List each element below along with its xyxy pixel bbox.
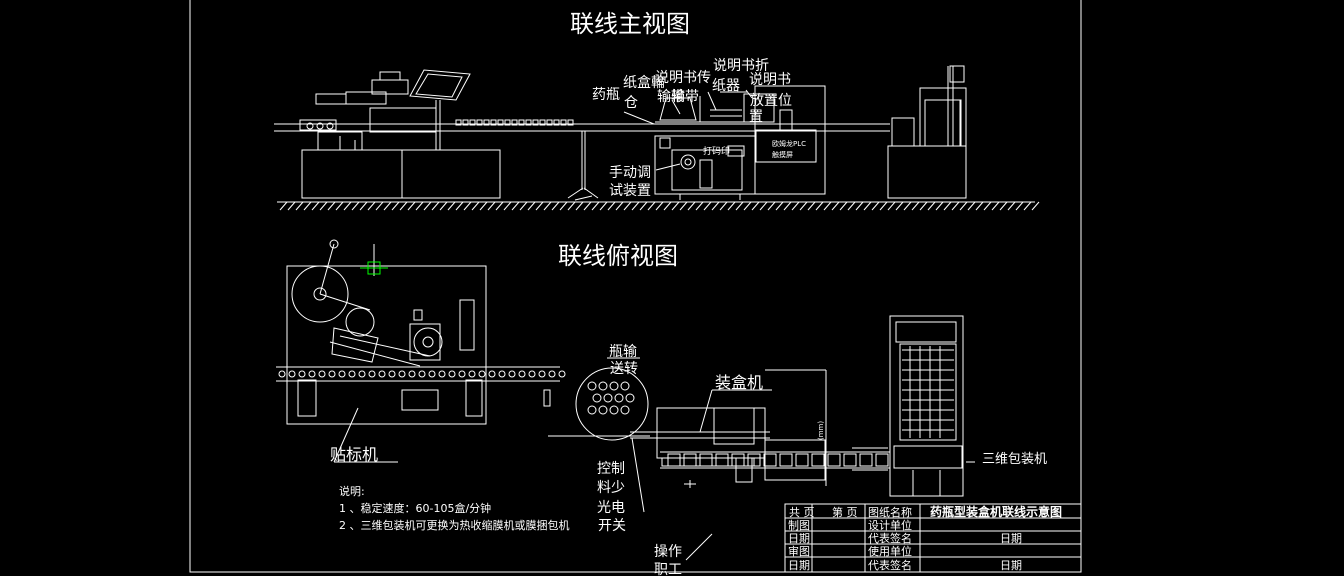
label-carton-feed-1: 纸盒輪 xyxy=(623,74,665,91)
labeler-front xyxy=(299,69,501,199)
label-manual-folder-2: 纸器 xyxy=(712,78,740,94)
front-view-title: 联线主视图 xyxy=(570,10,690,38)
label-bottle-conveyor-2: 送转 xyxy=(610,361,638,377)
label-control-4: 开关 xyxy=(598,518,626,534)
bottle-chain-top xyxy=(278,370,566,378)
label-plc-2: 触摸屏 xyxy=(772,150,793,159)
tb-review: 审图 xyxy=(788,544,810,558)
tb-rep-sign-2: 代表签名 xyxy=(868,558,912,572)
tb-date-2: 日期 xyxy=(788,559,810,572)
tb-drawing-name: 药瓶型装盒机联线示意图 xyxy=(930,504,1062,519)
label-operator-1: 操作 xyxy=(654,544,682,560)
title-block xyxy=(784,503,1082,573)
bottle-chain-front xyxy=(455,119,574,126)
tb-drawing-name-label: 图纸名称 xyxy=(868,505,912,519)
label-manual-folder-1: 说明书折 xyxy=(713,58,769,74)
tb-date-right-2: 日期 xyxy=(1000,559,1022,572)
notes-heading: 说明: xyxy=(339,484,365,498)
tb-page: 第 页 xyxy=(832,505,858,519)
labeler-top xyxy=(286,239,487,425)
label-bottle-conveyor-1: 瓶输 xyxy=(609,344,637,360)
label-control-1: 控制 xyxy=(597,461,625,477)
label-operator-2: 职工 xyxy=(654,562,682,576)
tb-rep-sign-1: 代表签名 xyxy=(868,531,912,545)
cartoner-front xyxy=(654,85,826,200)
label-plc-1: 欧姆龙PLC xyxy=(772,139,806,148)
tb-date-1: 日期 xyxy=(788,532,810,545)
label-medicine-bin-2: 仓 xyxy=(624,95,638,111)
label-medicine-bin-1: 药瓶 xyxy=(592,87,620,103)
label-manual-debug-1: 手动调 xyxy=(609,165,651,181)
label-printer: 打码印 xyxy=(703,145,730,157)
drawing-border xyxy=(189,0,1082,573)
wrapper-top xyxy=(852,315,964,497)
tb-total: 共 页 xyxy=(789,506,815,519)
label-manual-feed-1: 说明书传 xyxy=(655,70,711,86)
label-manual-place-2: 放置位 xyxy=(750,93,792,109)
label-manual-debug-2: 试装置 xyxy=(609,183,651,199)
notes-line-1: 1 、稳定速度：60-105盒/分钟 xyxy=(339,501,491,515)
top-view-title: 联线俯视图 xyxy=(558,242,678,270)
label-manual-place-3: 置 xyxy=(749,109,763,125)
front-view xyxy=(274,65,1040,211)
wrapper-front xyxy=(887,65,967,199)
label-wrapper: 三维包装机 xyxy=(982,452,1047,467)
bottle-turntable xyxy=(543,367,650,441)
tb-design-unit: 设计单位 xyxy=(868,518,912,532)
notes-line-2: 2 、三维包装机可更换为热收缩膜机或膜捆包机 xyxy=(339,518,570,532)
tb-drawn: 制图 xyxy=(788,519,810,532)
tb-date-right-1: 日期 xyxy=(1000,532,1022,545)
label-manual-place-1: 说明书 xyxy=(749,72,791,88)
label-labeler: 贴标机 xyxy=(330,445,378,464)
label-cartoner: 装盒机 xyxy=(715,373,763,392)
label-carton-feed-2: 输带 xyxy=(657,89,685,105)
box-chain xyxy=(667,453,889,467)
label-manual-feed-2: 输带 xyxy=(671,89,699,105)
label-control-3: 光电 xyxy=(597,500,625,516)
ground-hatching xyxy=(279,201,1040,211)
conveyor-stand xyxy=(567,131,599,201)
tb-use-unit: 使用单位 xyxy=(868,544,912,558)
top-view xyxy=(276,239,975,561)
label-dimension: (mm) xyxy=(817,421,825,440)
label-control-2: 料少 xyxy=(597,480,625,496)
